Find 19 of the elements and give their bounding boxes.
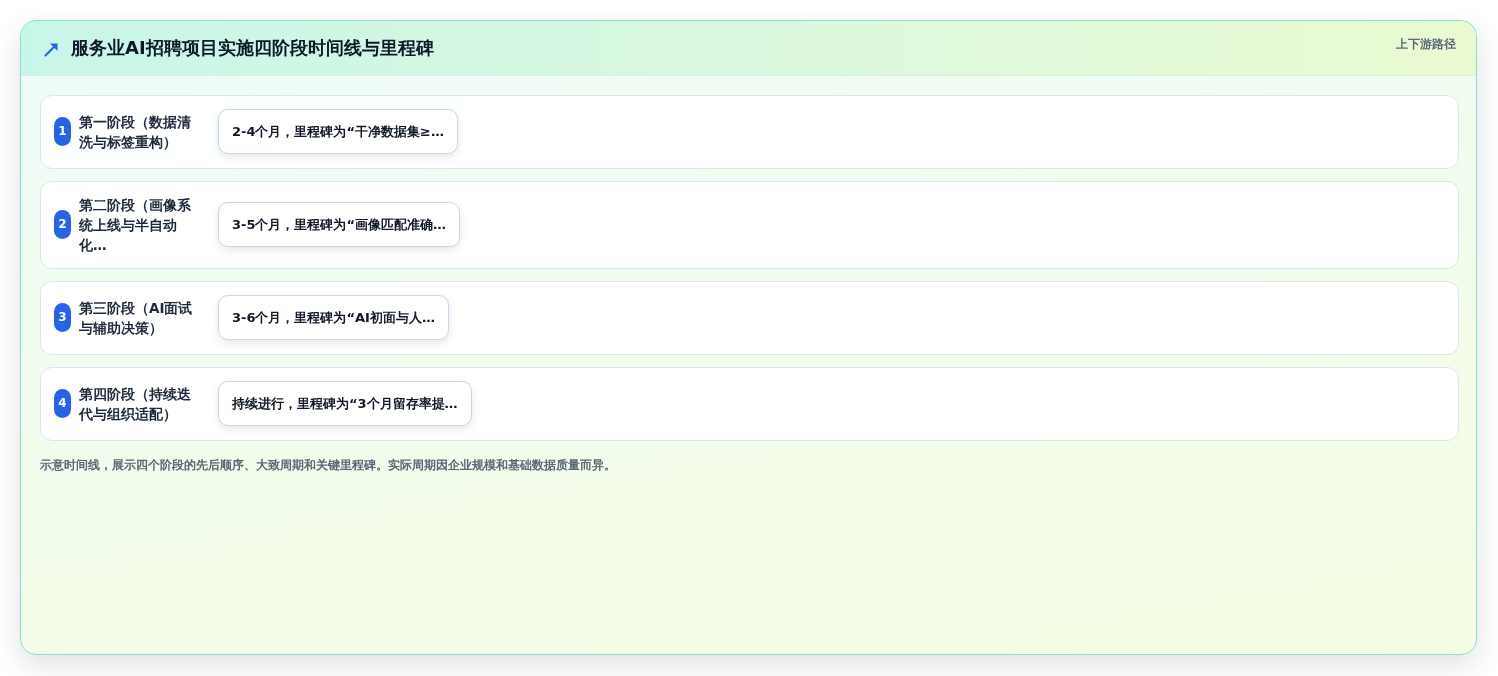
stage-row [40, 367, 1459, 441]
stage-row [40, 281, 1459, 355]
stage-label: 第四阶段（持续迭代与组织适配） [79, 385, 192, 424]
number-badge: 4 [54, 389, 71, 418]
milestone-box: 3-6个月，里程碑为“AI初面与人… [218, 295, 449, 340]
stage-row [40, 181, 1459, 269]
footnote: 示意时间线，展示四个阶段的先后顺序、大致周期和关键里程碑。实际周期因企业规模和基础数据质量而异。 [40, 457, 616, 474]
header-label: 上下游路径 [1396, 36, 1456, 53]
number-badge: 1 [54, 117, 71, 146]
number-badge: 2 [54, 210, 71, 239]
stage-label: 第三阶段（AI面试与辅助决策） [79, 299, 194, 338]
stage-label: 第一阶段（数据清洗与标签重构） [79, 113, 192, 152]
stage-label: 第二阶段（画像系统上线与半自动化… [79, 196, 192, 255]
title: 服务业AI招聘项目实施四阶段时间线与里程碑 [71, 36, 434, 60]
stage-row [40, 95, 1459, 169]
milestone-box: 2-4个月，里程碑为“干净数据集≥… [218, 109, 458, 154]
milestone-box: 3-5个月，里程碑为“画像匹配准确… [218, 202, 461, 247]
milestone-box: 持续进行，里程碑为“3个月留存率提… [218, 381, 472, 426]
number-badge: 3 [54, 303, 71, 332]
